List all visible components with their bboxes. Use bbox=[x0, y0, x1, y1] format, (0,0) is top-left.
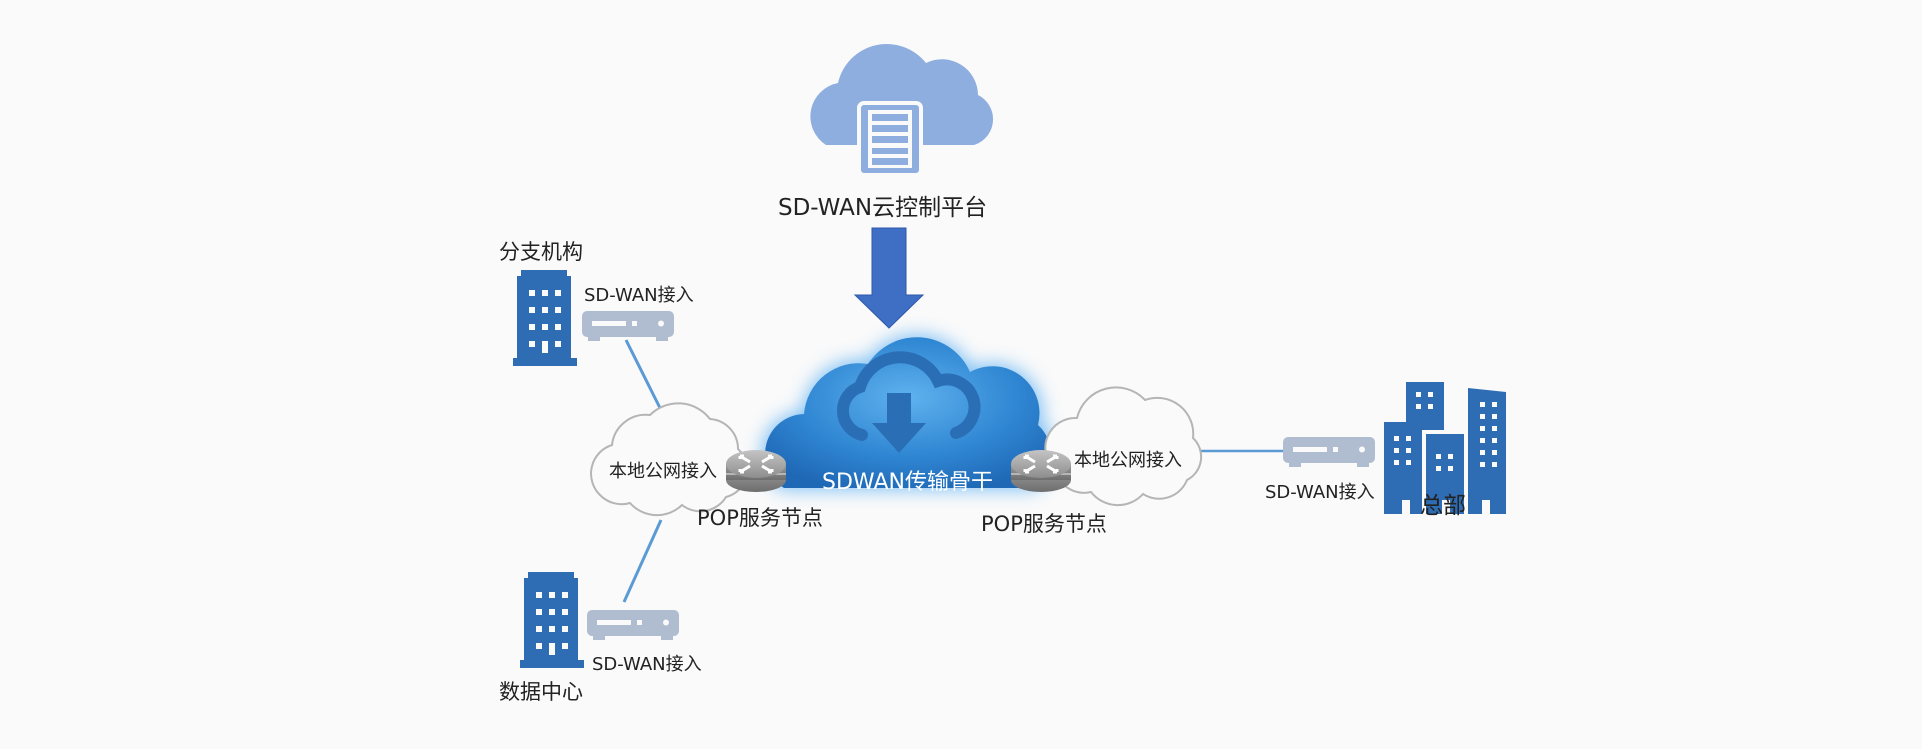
router-left-icon bbox=[726, 450, 786, 492]
datacenter-building-icon bbox=[520, 572, 584, 668]
backbone-label: SDWAN传输骨干 bbox=[822, 470, 993, 495]
branch-cpe-icon bbox=[582, 311, 674, 341]
branch-building-icon bbox=[513, 270, 577, 366]
hq-buildings-icon bbox=[1384, 382, 1506, 514]
down-arrow-icon bbox=[853, 227, 925, 329]
link-datacenter-internet bbox=[622, 519, 663, 603]
controller-label: SD-WAN云控制平台 bbox=[778, 195, 988, 221]
branch-label: 分支机构 bbox=[499, 240, 583, 264]
pop-right-label: POP服务节点 bbox=[981, 512, 1107, 536]
links bbox=[622, 339, 1283, 603]
pop-left-label: POP服务节点 bbox=[697, 506, 823, 530]
hq-label: 总部 bbox=[1420, 493, 1466, 519]
datacenter-cpe-label: SD-WAN接入 bbox=[592, 654, 702, 675]
datacenter-cpe-icon bbox=[587, 610, 679, 640]
internet-cloud-left-icon bbox=[590, 402, 749, 517]
link-branch-internet bbox=[624, 339, 663, 411]
internet-right-label: 本地公网接入 bbox=[1074, 450, 1182, 471]
cloud-server-icon bbox=[810, 44, 994, 177]
hq-cpe-icon bbox=[1283, 437, 1375, 467]
internet-cloud-right-icon bbox=[1044, 386, 1203, 507]
branch-cpe-label: SD-WAN接入 bbox=[584, 285, 694, 306]
hq-cpe-label: SD-WAN接入 bbox=[1265, 482, 1375, 503]
router-right-icon bbox=[1011, 450, 1071, 492]
cloud-download-icon bbox=[836, 351, 981, 453]
backbone-cloud bbox=[761, 334, 1056, 490]
internet-left-label: 本地公网接入 bbox=[609, 461, 717, 482]
datacenter-label: 数据中心 bbox=[499, 680, 583, 704]
